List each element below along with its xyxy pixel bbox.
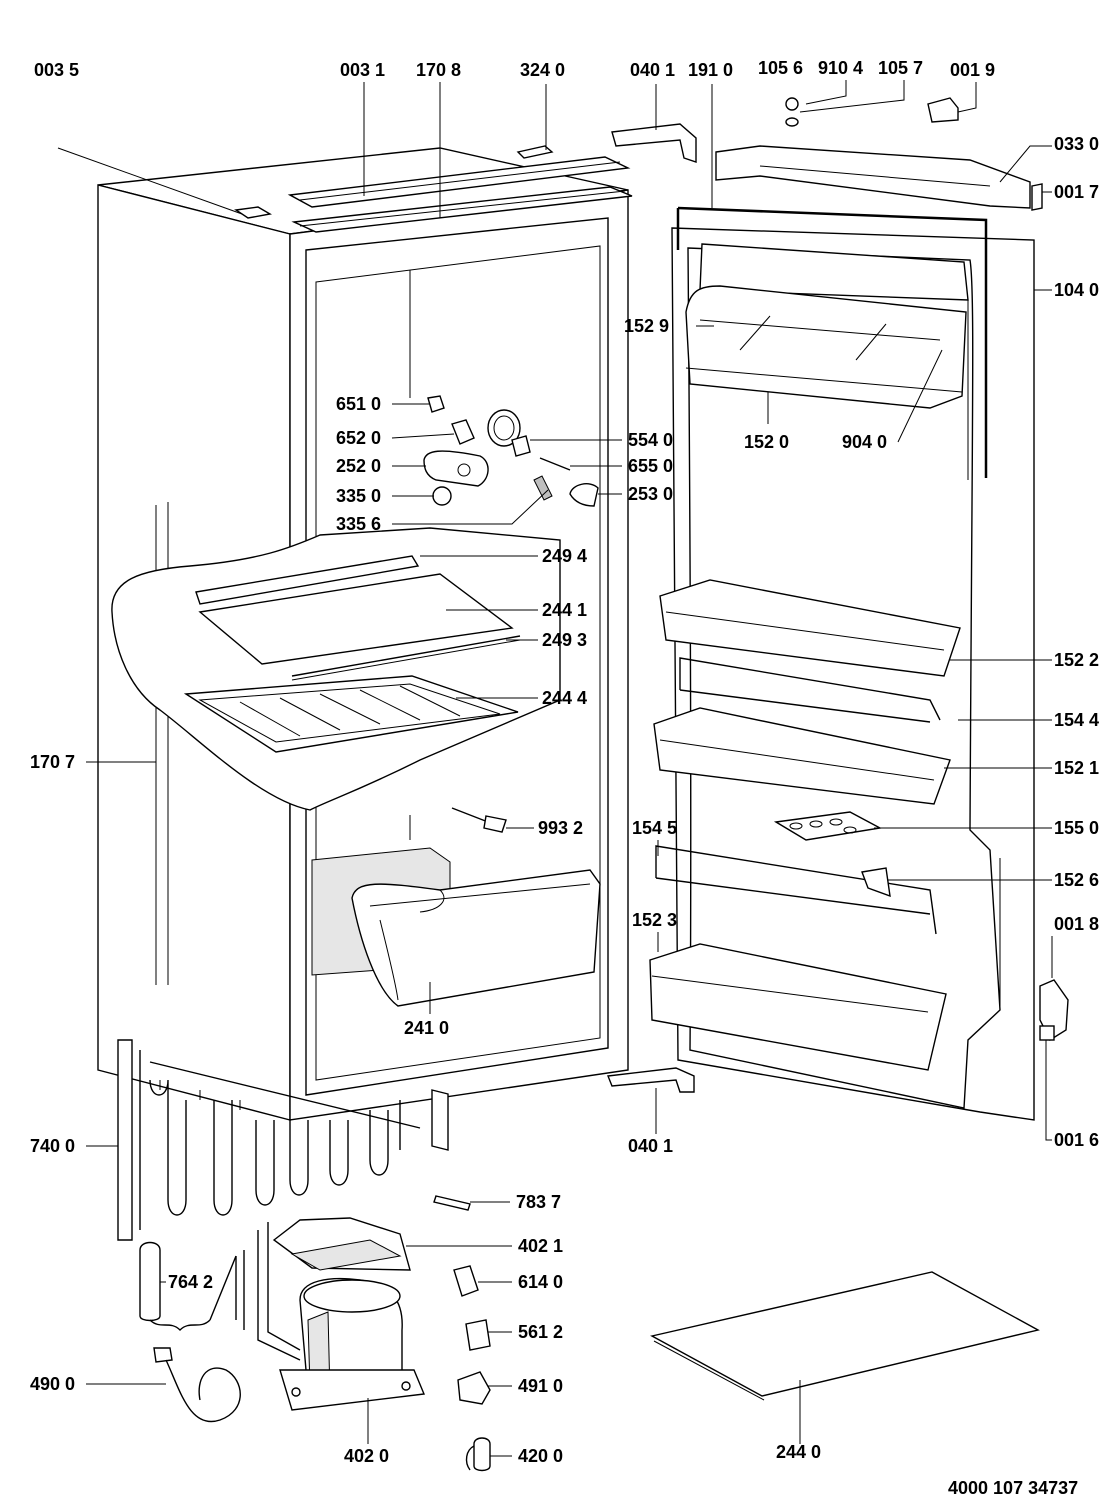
label-249-4: 249 4 [542, 546, 587, 566]
label-152-2: 152 2 [1054, 650, 1099, 670]
leader-lines [57, 80, 1053, 1457]
label-241-0: 241 0 [404, 1018, 449, 1038]
label-244-4: 244 4 [542, 688, 587, 708]
label-402-1: 402 1 [518, 1236, 563, 1256]
label-152-6: 152 6 [1054, 870, 1099, 890]
label-402-0: 402 0 [344, 1446, 389, 1466]
label-155-0: 155 0 [1054, 818, 1099, 838]
label-244-0: 244 0 [776, 1442, 821, 1462]
label-040-1-top: 040 1 [630, 60, 675, 80]
label-105-6: 105 6 [758, 58, 803, 78]
glass-shelf-lower [183, 675, 519, 753]
label-490-0: 490 0 [30, 1374, 75, 1394]
label-904-0: 904 0 [842, 432, 887, 452]
glass-shelf-upper [195, 555, 521, 681]
label-033-0: 033 0 [1054, 134, 1099, 154]
hinges [607, 97, 1069, 1093]
crisper-drawer [351, 869, 601, 1007]
label-252-0: 252 0 [336, 456, 381, 476]
document-number: 4000 107 34737 [948, 1478, 1078, 1498]
label-001-8: 001 8 [1054, 914, 1099, 934]
label-105-7: 105 7 [878, 58, 923, 78]
label-253-0: 253 0 [628, 484, 673, 504]
label-244-1: 244 1 [542, 600, 587, 620]
label-152-0: 152 0 [744, 432, 789, 452]
label-335-6: 335 6 [336, 514, 381, 534]
label-104-0: 104 0 [1054, 280, 1099, 300]
label-561-2: 561 2 [518, 1322, 563, 1342]
loose-glass-shelf [650, 1271, 1040, 1401]
compressor-assembly [235, 1195, 471, 1411]
label-491-0: 491 0 [518, 1376, 563, 1396]
label-740-0: 740 0 [30, 1136, 75, 1156]
part-number-labels: 003 5 003 1 170 8 324 0 040 1 191 0 105 … [30, 58, 1099, 1498]
label-993-2: 993 2 [538, 818, 583, 838]
label-154-4: 154 4 [1054, 710, 1099, 730]
door [649, 206, 1035, 1121]
label-040-1-bottom: 040 1 [628, 1136, 673, 1156]
label-154-5: 154 5 [632, 818, 677, 838]
label-249-3: 249 3 [542, 630, 587, 650]
electrical-parts [139, 1241, 491, 1472]
label-764-2: 764 2 [168, 1272, 213, 1292]
label-152-1: 152 1 [1054, 758, 1099, 778]
condenser [117, 1039, 449, 1300]
label-170-8: 170 8 [416, 60, 461, 80]
label-001-7: 001 7 [1054, 182, 1099, 202]
label-783-7: 783 7 [516, 1192, 561, 1212]
label-191-0: 191 0 [688, 60, 733, 80]
label-001-6: 001 6 [1054, 1130, 1099, 1150]
label-554-0: 554 0 [628, 430, 673, 450]
top-rails [234, 145, 633, 233]
label-152-3: 152 3 [632, 910, 677, 930]
label-152-9: 152 9 [624, 316, 669, 336]
label-003-1: 003 1 [340, 60, 385, 80]
label-335-0: 335 0 [336, 486, 381, 506]
label-001-9: 001 9 [950, 60, 995, 80]
thermostat-parts [423, 395, 599, 833]
label-651-0: 651 0 [336, 394, 381, 414]
label-324-0: 324 0 [520, 60, 565, 80]
label-910-4: 910 4 [818, 58, 863, 78]
label-614-0: 614 0 [518, 1272, 563, 1292]
label-003-5-top: 003 5 [34, 60, 79, 80]
label-655-0: 655 0 [628, 456, 673, 476]
label-420-0: 420 0 [518, 1446, 563, 1466]
label-652-0: 652 0 [336, 428, 381, 448]
label-170-7: 170 7 [30, 752, 75, 772]
